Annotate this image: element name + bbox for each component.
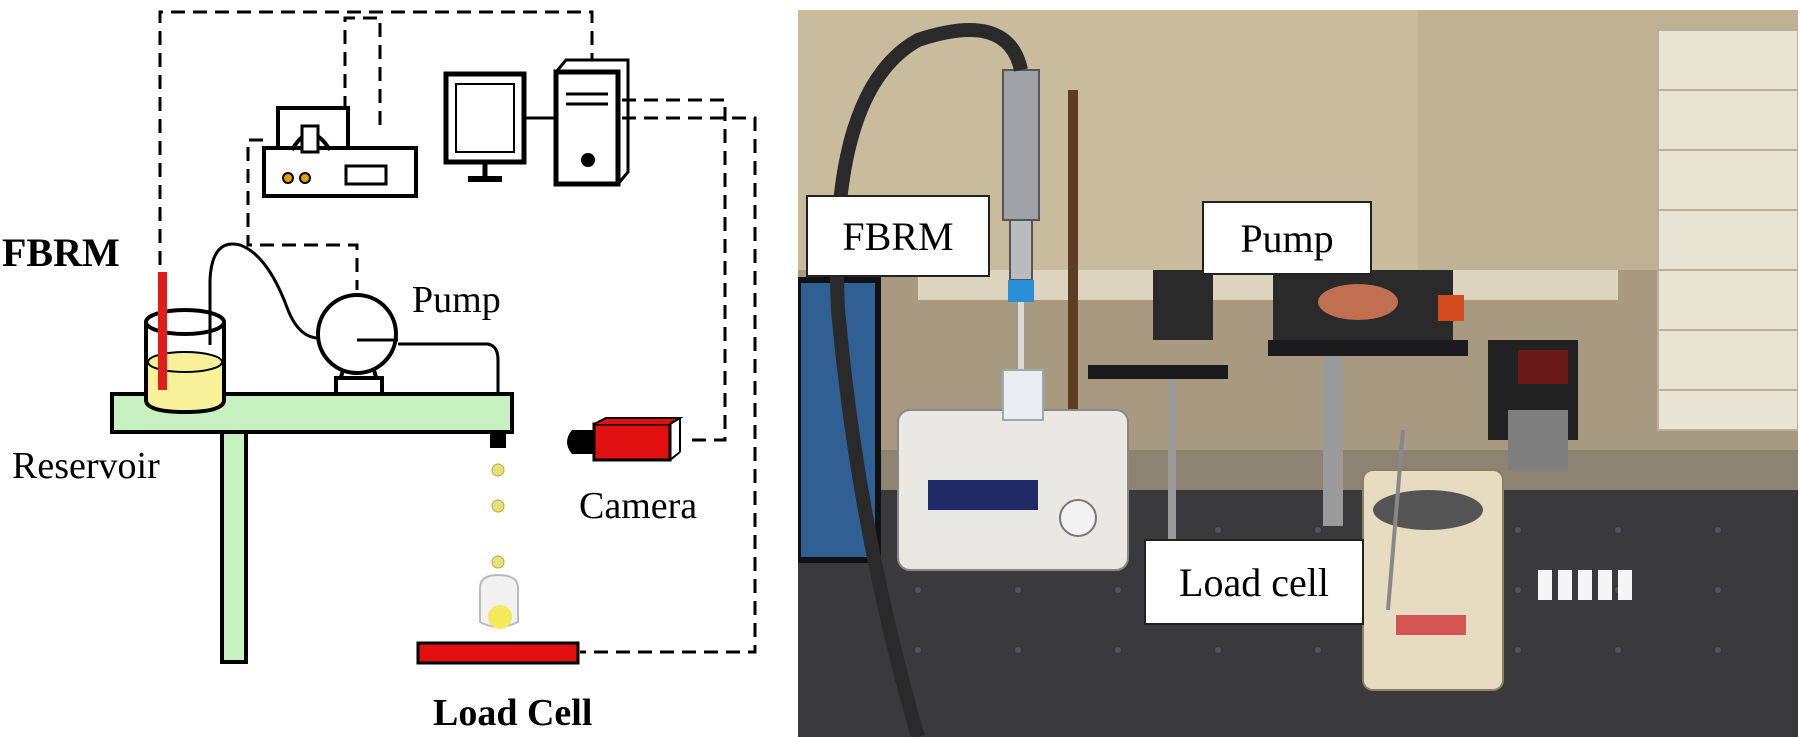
droplet [491, 555, 505, 569]
syringe-pump-left [1153, 270, 1213, 340]
brick-wall [1657, 29, 1798, 431]
apparatus-photo: FBRM Pump Load cell [798, 10, 1798, 737]
fbrm-controller-icon [262, 106, 418, 198]
wire-computer-to-camera [622, 98, 727, 442]
wire-controller-to-computer [343, 16, 382, 130]
wire-fbrm-to-computer [158, 10, 594, 265]
experimental-setup-schematic: FBRM Pump Reservoir Camera Load Cell [2, 10, 757, 734]
droplets [491, 463, 505, 569]
signal-wiring [158, 10, 757, 654]
callout-fbrm: FBRM [806, 195, 990, 277]
load-cell [416, 641, 580, 665]
camera-icon [567, 417, 684, 462]
vials [1538, 570, 1632, 600]
label-load-cell: Load Cell [433, 692, 592, 734]
wire-computer-to-loadcell [580, 116, 757, 654]
wire-controller-to-pump [246, 138, 359, 290]
callout-load-cell: Load cell [1144, 539, 1364, 625]
bench [110, 392, 514, 664]
label-camera: Camera [579, 485, 697, 527]
label-fbrm: FBRM [2, 230, 120, 275]
collected-droplet [479, 573, 519, 629]
monitor-icon [443, 71, 556, 182]
nozzle [490, 432, 506, 448]
pump-icon [316, 293, 398, 396]
computer-tower-icon [553, 58, 630, 187]
callout-pump: Pump [1202, 201, 1372, 275]
label-reservoir: Reservoir [12, 445, 160, 487]
label-pump: Pump [412, 279, 501, 321]
tubing [208, 242, 500, 394]
beaker-icon [144, 308, 226, 415]
droplet [491, 499, 505, 513]
droplet [491, 463, 505, 477]
fbrm-probe [158, 272, 167, 390]
apparatus-photo-illustration [798, 10, 1798, 737]
